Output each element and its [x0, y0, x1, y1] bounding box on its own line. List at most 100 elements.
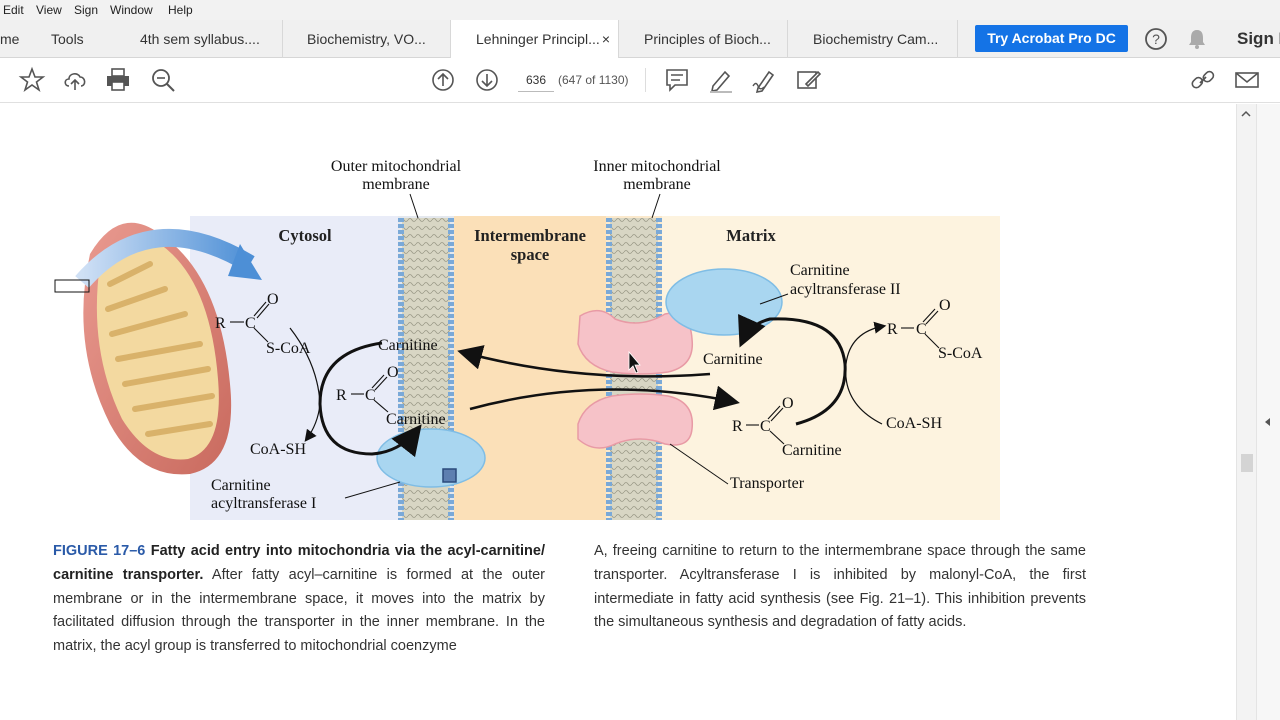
acylcarnitine-import-arrow [469, 385, 740, 411]
tab-document-active[interactable]: Lehninger Principl...× [451, 20, 619, 59]
r-group-label: R [732, 418, 743, 435]
cat1-leader-line [344, 481, 401, 499]
next-page-icon[interactable] [473, 66, 501, 94]
fill-sign-icon[interactable] [794, 66, 822, 94]
figure-label: FIGURE 17–6 [53, 543, 146, 559]
email-icon[interactable] [1233, 66, 1261, 94]
transporter-leader-line [669, 443, 729, 485]
highlight-pen-icon[interactable] [707, 66, 735, 94]
page-number-input[interactable]: 636 [518, 68, 554, 92]
acyl-coa-bonds-cytosol [230, 301, 270, 343]
carnitine-label: Carnitine [386, 411, 446, 428]
toolbar-divider [645, 68, 646, 92]
figure-17-6-diagram: Outer mitochondrial membrane Inner mitoc… [54, 158, 1000, 520]
carbon-label: C [916, 321, 927, 338]
caption-title: Fatty acid entry into mitochondria via t… [53, 543, 545, 583]
menu-help[interactable]: Help [168, 3, 193, 17]
cat2-label: Carnitine [790, 262, 850, 279]
svg-text:?: ? [1152, 31, 1160, 47]
oxygen-label: O [267, 291, 279, 308]
scroll-up-icon[interactable] [1237, 106, 1255, 122]
chevron-left-icon[interactable] [1257, 414, 1279, 430]
oxygen-label: O [387, 364, 399, 381]
sign-pen-icon[interactable] [750, 66, 778, 94]
menu-bar: Edit View Sign Window Help [0, 0, 1280, 20]
cat1-label: acyltransferase I [211, 495, 316, 512]
carnitine-label: Carnitine [378, 337, 438, 354]
cloud-upload-icon[interactable] [61, 66, 89, 94]
matrix-region [662, 216, 1000, 520]
cat2-cycle-arrow [738, 313, 847, 426]
annotation-rectangle [54, 279, 90, 293]
figure-caption-left: FIGURE 17–6 Fatty acid entry into mitoch… [53, 540, 545, 659]
carbon-label: C [245, 315, 256, 332]
coa-release-arrow [289, 327, 321, 442]
print-icon[interactable] [104, 66, 132, 94]
tab-document-5[interactable]: Biochemistry Cam... [788, 20, 958, 58]
r-group-label: R [215, 315, 226, 332]
tab-document-4[interactable]: Principles of Bioch... [619, 20, 788, 58]
inner-membrane-label: membrane [623, 176, 691, 193]
outer-membrane-label: Outer mitochondrial [331, 158, 462, 175]
transporter-label: Transporter [730, 475, 805, 492]
vertical-scrollbar[interactable] [1236, 104, 1256, 720]
zoom-out-icon[interactable] [149, 66, 177, 94]
cat1-label: Carnitine [211, 477, 271, 494]
acyl-carnitine-bonds-cytosol [351, 374, 389, 413]
page-count: (647 of 1130) [558, 73, 629, 87]
sign-in-button[interactable]: Sign I [1237, 29, 1280, 48]
oxygen-label: O [782, 395, 794, 412]
tab-label: Biochemistry, VO... [307, 31, 426, 47]
figure-caption-right: A, freeing carnitine to return to the in… [594, 543, 1086, 631]
tab-home[interactable]: me [0, 31, 20, 47]
try-acrobat-button[interactable]: Try Acrobat Pro DC [975, 25, 1128, 52]
matrix-label: Matrix [726, 226, 776, 245]
mouse-cursor-icon [628, 350, 641, 374]
carnitine-label: Carnitine [782, 442, 842, 459]
tab-document-2[interactable]: Biochemistry, VO... [283, 20, 451, 58]
close-tab-icon[interactable]: × [601, 31, 610, 47]
previous-page-icon[interactable] [429, 66, 457, 94]
tab-tools[interactable]: Tools [51, 31, 84, 47]
tab-label: 4th sem syllabus.... [140, 31, 260, 47]
tab-document-1[interactable]: 4th sem syllabus.... [113, 20, 283, 58]
intermembrane-label: Intermembrane [474, 226, 586, 245]
right-panel-toggle[interactable] [1256, 104, 1280, 720]
s-coa-label: S-CoA [266, 340, 311, 357]
coa-sh-label: CoA-SH [250, 441, 306, 458]
s-coa-label: S-CoA [938, 345, 983, 362]
inner-membrane-leader-line [651, 193, 661, 219]
share-link-icon[interactable] [1189, 66, 1217, 94]
transporter-protein [577, 310, 694, 449]
tab-bar: me Tools 4th sem syllabus.... Biochemist… [0, 20, 1280, 59]
toolbar: 636 (647 of 1130) [0, 58, 1280, 103]
tab-label: Lehninger Principl... [476, 31, 600, 47]
outer-membrane-label: membrane [362, 176, 430, 193]
cat2-label: acyltransferase II [790, 281, 901, 298]
carnitine-label: Carnitine [703, 351, 763, 368]
menu-sign[interactable]: Sign [74, 3, 99, 17]
carbon-label: C [760, 418, 771, 435]
bell-icon[interactable] [1186, 27, 1208, 51]
menu-edit[interactable]: Edit [3, 3, 24, 17]
acyl-coa-bonds-matrix [901, 308, 940, 349]
menu-view[interactable]: View [36, 3, 62, 17]
r-group-label: R [887, 321, 898, 338]
r-group-label: R [336, 387, 347, 404]
carbon-label: C [365, 387, 376, 404]
caption-text: After fatty acyl–carnitine is formed at … [53, 566, 545, 655]
inhibitor-site-marker [442, 468, 457, 483]
document-viewport[interactable]: Outer mitochondrial membrane Inner mitoc… [0, 104, 1236, 720]
cat1-cycle-arrow [318, 341, 422, 458]
coa-uptake-arrow [845, 321, 887, 425]
cytosol-label: Cytosol [278, 226, 332, 245]
help-icon[interactable]: ? [1144, 27, 1168, 51]
cat2-leader-line [759, 293, 789, 305]
bookmark-star-icon[interactable] [18, 66, 46, 94]
scroll-thumb[interactable] [1241, 454, 1253, 472]
menu-window[interactable]: Window [110, 3, 153, 17]
outer-membrane-leader-line [409, 193, 419, 219]
carnitine-acyltransferase-i-enzyme [376, 428, 486, 488]
comment-icon[interactable] [663, 66, 691, 94]
oxygen-label: O [939, 297, 951, 314]
